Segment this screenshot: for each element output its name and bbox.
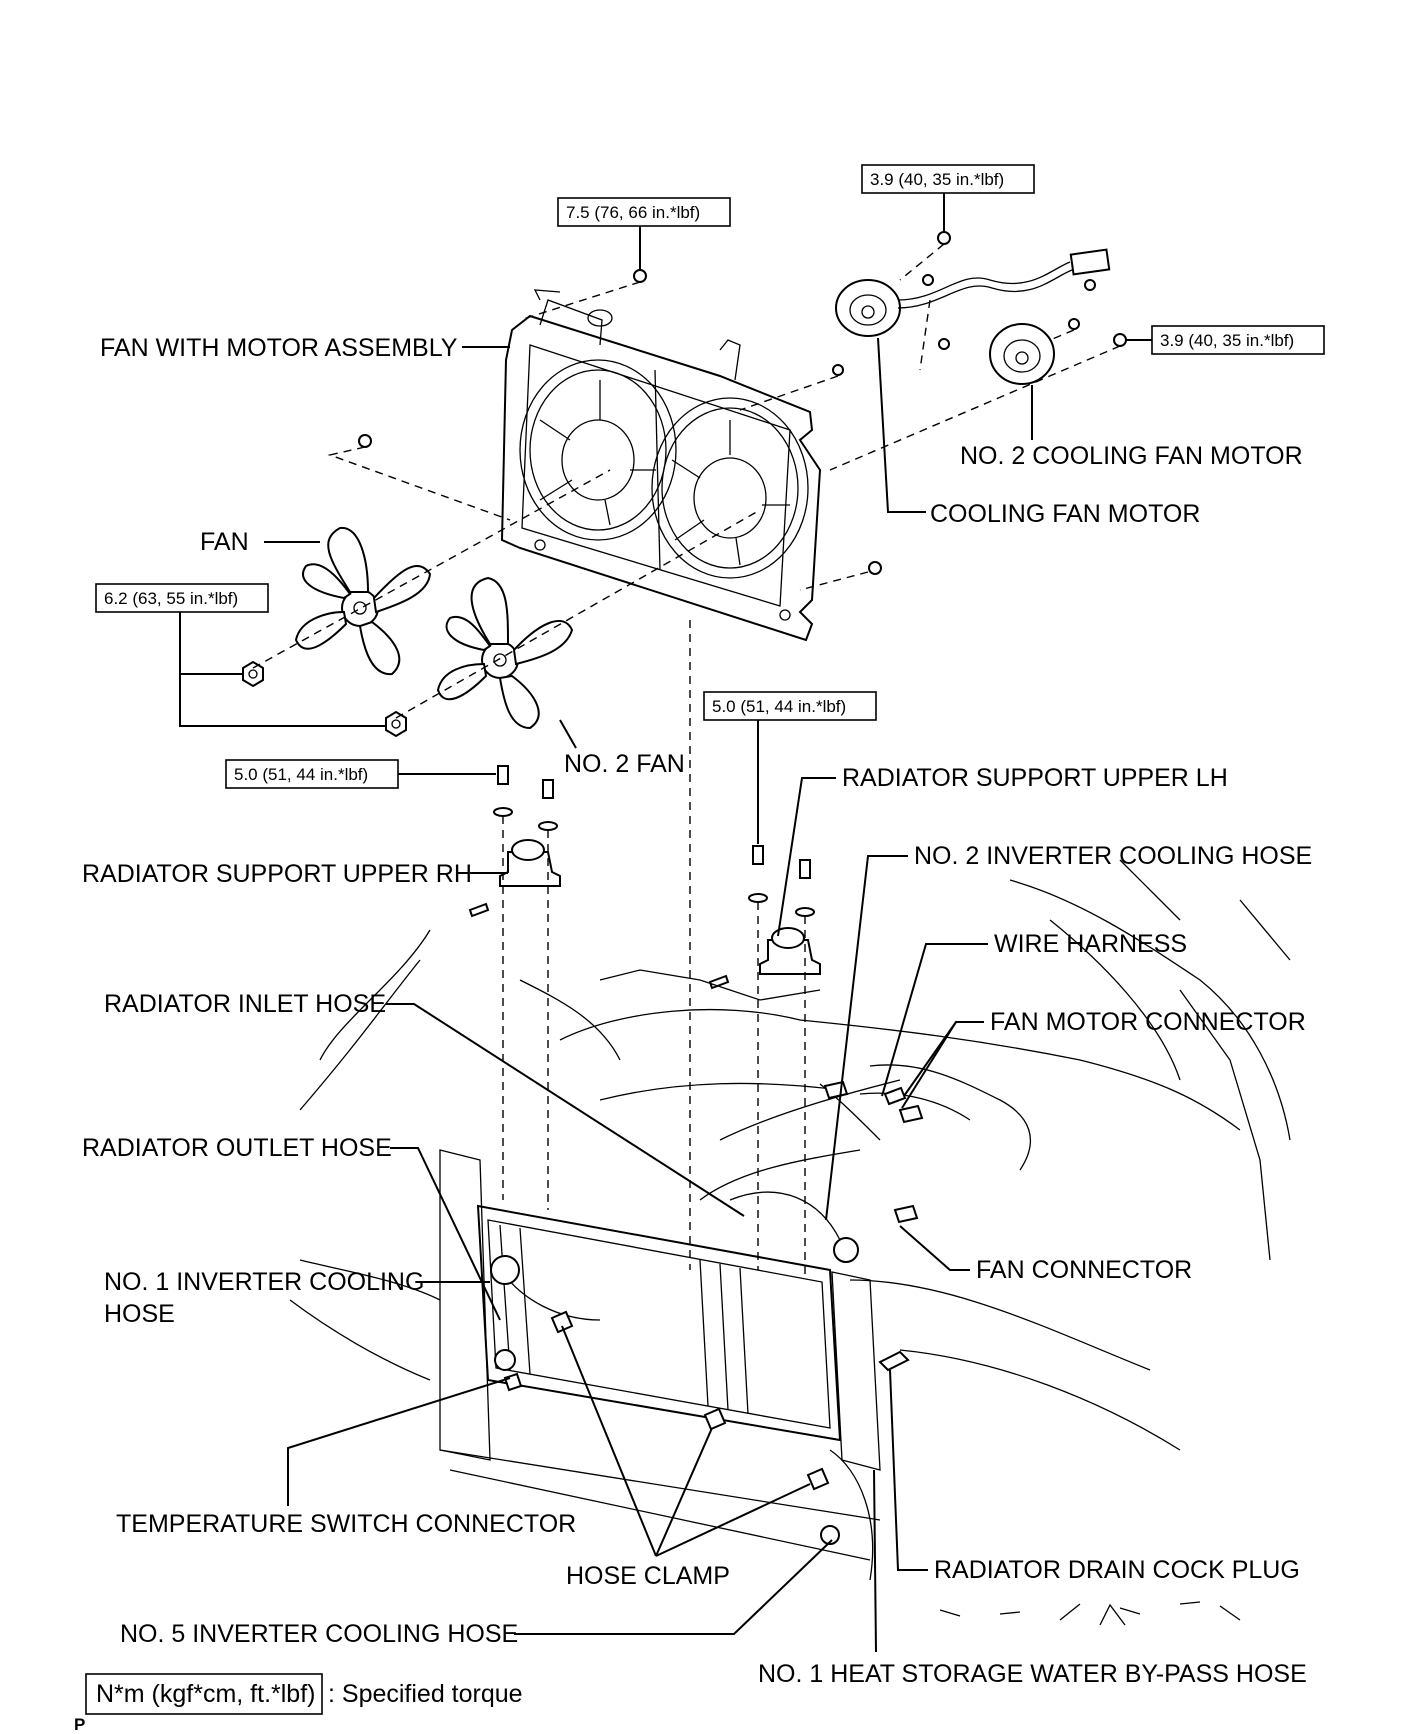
label-wire-harness: WIRE HARNESS: [994, 930, 1187, 958]
torque-value: 3.9 (40, 35 in.*lbf): [1160, 331, 1294, 350]
callout-radiator-inlet-hose: RADIATOR INLET HOSE: [104, 990, 745, 1217]
label-no1-inverter-cooling-hose-line1: NO. 1 INVERTER COOLING: [104, 1268, 424, 1296]
label-radiator-inlet-hose: RADIATOR INLET HOSE: [104, 990, 386, 1018]
fastener-drawings: [242, 231, 1127, 990]
label-no2-fan: NO. 2 FAN: [564, 750, 685, 778]
legend-text: : Specified torque: [328, 1680, 523, 1708]
fan-drawing: [294, 526, 432, 676]
callout-no1-inverter-cooling-hose: NO. 1 INVERTER COOLING HOSE: [104, 1268, 490, 1328]
callout-no2-inverter-cooling-hose: NO. 2 INVERTER COOLING HOSE: [825, 842, 1312, 1221]
torque-callout-support-lh: 5.0 (51, 44 in.*lbf): [703, 691, 877, 844]
callout-fan-connector: FAN CONNECTOR: [899, 1225, 1192, 1284]
torque-value: 5.0 (51, 44 in.*lbf): [712, 697, 846, 716]
torque-value: 7.5 (76, 66 in.*lbf): [566, 203, 700, 222]
label-radiator-outlet-hose: RADIATOR OUTLET HOSE: [82, 1134, 392, 1162]
callout-fan-motor-connector: FAN MOTOR CONNECTOR: [901, 1008, 1306, 1109]
torque-value: 3.9 (40, 35 in.*lbf): [870, 170, 1004, 189]
torque-callout-fan-nut: 6.2 (63, 55 in.*lbf): [95, 583, 386, 727]
legend-unit-box: N*m (kgf*cm, ft.*lbf): [96, 1680, 315, 1708]
label-fan-connector: FAN CONNECTOR: [976, 1256, 1192, 1284]
callout-hose-clamp: HOSE CLAMP: [561, 1325, 811, 1590]
callout-cooling-fan-motor: COOLING FAN MOTOR: [877, 337, 1200, 528]
label-hose-clamp: HOSE CLAMP: [566, 1562, 730, 1590]
callout-no2-cooling-fan-motor: NO. 2 COOLING FAN MOTOR: [960, 385, 1303, 470]
label-fan-with-motor-assembly: FAN WITH MOTOR ASSEMBLY: [100, 334, 458, 362]
label-no2-cooling-fan-motor: NO. 2 COOLING FAN MOTOR: [960, 442, 1303, 470]
torque-callout-fan-motor-right: 3.9 (40, 35 in.*lbf): [1126, 325, 1325, 355]
label-no1-inverter-cooling-hose-line2: HOSE: [104, 1300, 175, 1328]
torque-callout-fan-motor-top: 3.9 (40, 35 in.*lbf): [861, 164, 1035, 232]
callout-radiator-outlet-hose: RADIATOR OUTLET HOSE: [82, 1134, 501, 1321]
label-radiator-support-upper-rh: RADIATOR SUPPORT UPPER RH: [82, 860, 472, 888]
torque-callout-support-rh: 5.0 (51, 44 in.*lbf): [225, 759, 496, 789]
torque-value: 5.0 (51, 44 in.*lbf): [234, 765, 368, 784]
callout-wire-harness: WIRE HARNESS: [881, 930, 1187, 1097]
label-cooling-fan-motor: COOLING FAN MOTOR: [930, 500, 1200, 528]
no2-fan-drawing: [436, 576, 574, 730]
label-fan: FAN: [200, 528, 249, 556]
callout-radiator-support-upper-lh: RADIATOR SUPPORT UPPER LH: [777, 764, 1228, 937]
callout-radiator-drain-cock-plug: RADIATOR DRAIN COCK PLUG: [889, 1369, 1300, 1584]
callout-no1-heat-storage-water-bypass-hose: NO. 1 HEAT STORAGE WATER BY-PASS HOSE: [758, 1469, 1307, 1688]
no2-cooling-fan-motor-drawing: [989, 323, 1055, 385]
callout-fan: FAN: [200, 528, 320, 556]
label-no2-inverter-cooling-hose: NO. 2 INVERTER COOLING HOSE: [914, 842, 1312, 870]
callout-temperature-switch-connector: TEMPERATURE SWITCH CONNECTOR: [116, 1377, 576, 1538]
label-radiator-drain-cock-plug: RADIATOR DRAIN COCK PLUG: [934, 1556, 1300, 1584]
torque-value: 6.2 (63, 55 in.*lbf): [104, 589, 238, 608]
footer-mark: P: [74, 1715, 85, 1734]
label-radiator-support-upper-lh: RADIATOR SUPPORT UPPER LH: [842, 764, 1228, 792]
callout-radiator-support-upper-rh: RADIATOR SUPPORT UPPER RH: [82, 860, 508, 888]
torque-callout-shroud-bolt: 7.5 (76, 66 in.*lbf): [557, 197, 731, 270]
callout-no5-inverter-cooling-hose: NO. 5 INVERTER COOLING HOSE: [120, 1539, 833, 1648]
torque-legend: N*m (kgf*cm, ft.*lbf) : Specified torque: [85, 1673, 523, 1715]
label-fan-motor-connector: FAN MOTOR CONNECTOR: [990, 1008, 1306, 1036]
label-no1-heat-storage-water-bypass-hose: NO. 1 HEAT STORAGE WATER BY-PASS HOSE: [758, 1660, 1307, 1688]
callout-fan-with-motor-assembly: FAN WITH MOTOR ASSEMBLY: [100, 334, 510, 362]
alignment-lines: [252, 243, 1121, 1280]
fan-shroud-drawing: [500, 289, 822, 642]
label-no5-inverter-cooling-hose: NO. 5 INVERTER COOLING HOSE: [120, 1620, 518, 1648]
label-temperature-switch-connector: TEMPERATURE SWITCH CONNECTOR: [116, 1510, 576, 1538]
callout-no2-fan: NO. 2 FAN: [559, 719, 685, 778]
